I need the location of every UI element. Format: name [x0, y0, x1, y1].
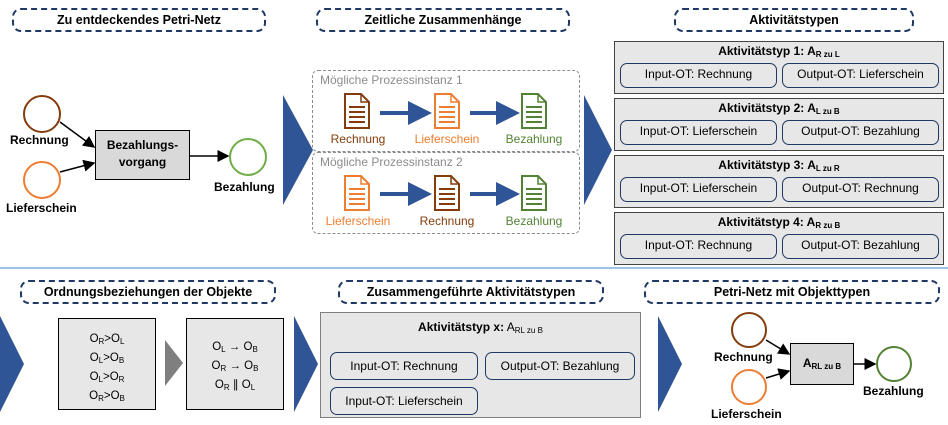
merged-input-1: Input-OT: Rechnung — [330, 352, 478, 380]
label-lieferschein: Lieferschein — [6, 201, 77, 215]
ordering-box-1-relation-1: OR>OL — [89, 333, 125, 346]
merged-input-2: Input-OT: Lieferschein — [330, 387, 478, 415]
ordering-box-1 — [58, 318, 156, 410]
transition-rl-zu-b-label: ARL zu B — [802, 356, 842, 371]
doc-icon-rechnung-1 — [344, 93, 370, 129]
doc-icon-lieferschein-2 — [344, 175, 370, 211]
header-ordering: Ordnungsbeziehungen der Objekte — [20, 280, 276, 304]
activity-type-2-output: Output-OT: Bezahlung — [782, 120, 939, 145]
doc-icon-bezahlung-2 — [521, 175, 547, 211]
ordering-box-2-relation-1: OL → OB — [212, 341, 258, 354]
flow-arrow-gray — [165, 340, 183, 386]
instance-2-doc-2: Rechnung — [419, 214, 475, 228]
section-divider — [0, 267, 948, 269]
doc-icon-rechnung-2 — [434, 175, 460, 211]
ordering-box-1-relation-4: OR>OB — [89, 390, 125, 403]
activity-type-3-title: Aktivitätstyp 3: AL zu R — [718, 158, 840, 173]
activity-type-1-input: Input-OT: Rechnung — [620, 63, 777, 88]
activity-type-2-title: Aktivitätstyp 2: AL zu B — [718, 101, 840, 116]
place-lieferschein-2 — [731, 369, 767, 405]
header-petri-objects: Petri-Netz mit Objekttypen — [644, 280, 940, 304]
header-merged-types: Zusammengeführte Aktivitätstypen — [338, 280, 604, 304]
instance-1-doc-2: Lieferschein — [414, 132, 480, 146]
label-bezahlung-2: Bezahlung — [863, 384, 924, 398]
header-petri-net: Zu entdeckendes Petri-Netz — [12, 8, 266, 32]
merged-output: Output-OT: Bezahlung — [485, 352, 635, 380]
activity-type-4-output: Output-OT: Bezahlung — [782, 234, 939, 259]
header-activity-types: Aktivitätstypen — [674, 8, 914, 32]
ordering-box-1-content: OR>OL OL>OB OL>OR OR>OB — [58, 331, 156, 407]
flow-arrow-4 — [294, 316, 318, 412]
activity-type-4-title: Aktivitätstyp 4: AR zu B — [717, 215, 841, 230]
merged-activity-title: Aktivitätstyp x: ARL zu B — [418, 320, 543, 335]
ordering-box-2-relation-2: OR → OB — [211, 360, 259, 373]
ordering-box-2-content: OL → OB OR → OB OR ∥ OL — [186, 339, 284, 396]
instance-2-title: Mögliche Prozessinstanz 2 — [320, 155, 463, 169]
petri-arcs — [59, 121, 230, 173]
label-bezahlung: Bezahlung — [214, 180, 275, 194]
flow-arrow-5 — [658, 316, 682, 412]
activity-type-1-output: Output-OT: Lieferschein — [782, 63, 939, 88]
process-instance-1 — [312, 70, 580, 152]
ordering-box-1-relation-3: OL>OR — [89, 371, 125, 384]
doc-icon-bezahlung-1 — [521, 93, 547, 129]
activity-type-3-input: Input-OT: Lieferschein — [620, 177, 777, 202]
instance-1-doc-3: Bezahlung — [505, 132, 563, 146]
place-rechnung — [23, 95, 61, 133]
flow-arrow-2 — [584, 95, 612, 205]
process-instance-2 — [312, 152, 580, 234]
place-rechnung-2 — [731, 312, 767, 348]
petri-2-arcs — [765, 339, 877, 380]
ordering-box-2 — [186, 318, 284, 410]
instance-1-title: Mögliche Prozessinstanz 1 — [320, 73, 463, 87]
instance-1-doc-1: Rechnung — [330, 132, 386, 146]
transition-bezahlungsvorgang — [95, 130, 190, 180]
instance-documents — [344, 93, 547, 211]
label-rechnung-2: Rechnung — [714, 350, 773, 364]
activity-type-2-input: Input-OT: Lieferschein — [620, 120, 777, 145]
ordering-box-2-relation-3: OR ∥ OL — [214, 379, 256, 392]
place-lieferschein — [23, 161, 61, 199]
transition-rl-zu-b — [790, 343, 854, 385]
transition-label: Bezahlungs- vorgang — [106, 138, 179, 169]
header-time-relations: Zeitliche Zusammenhänge — [316, 8, 570, 32]
place-bezahlung — [229, 138, 267, 176]
label-rechnung: Rechnung — [10, 133, 69, 147]
activity-type-3-output: Output-OT: Rechnung — [782, 177, 939, 202]
doc-icon-lieferschein-1 — [434, 93, 460, 129]
activity-type-4-input: Input-OT: Rechnung — [620, 234, 777, 259]
activity-type-1-title: Aktivitätstyp 1: AR zu L — [718, 44, 840, 59]
ordering-box-1-relation-2: OL>OB — [89, 352, 125, 365]
label-lieferschein-2: Lieferschein — [711, 407, 782, 421]
instance-2-doc-3: Bezahlung — [505, 214, 563, 228]
flow-arrow-3 — [0, 316, 24, 412]
flow-arrow-1 — [283, 95, 313, 205]
instance-2-doc-1: Lieferschein — [325, 214, 391, 228]
place-bezahlung-2 — [876, 346, 912, 382]
